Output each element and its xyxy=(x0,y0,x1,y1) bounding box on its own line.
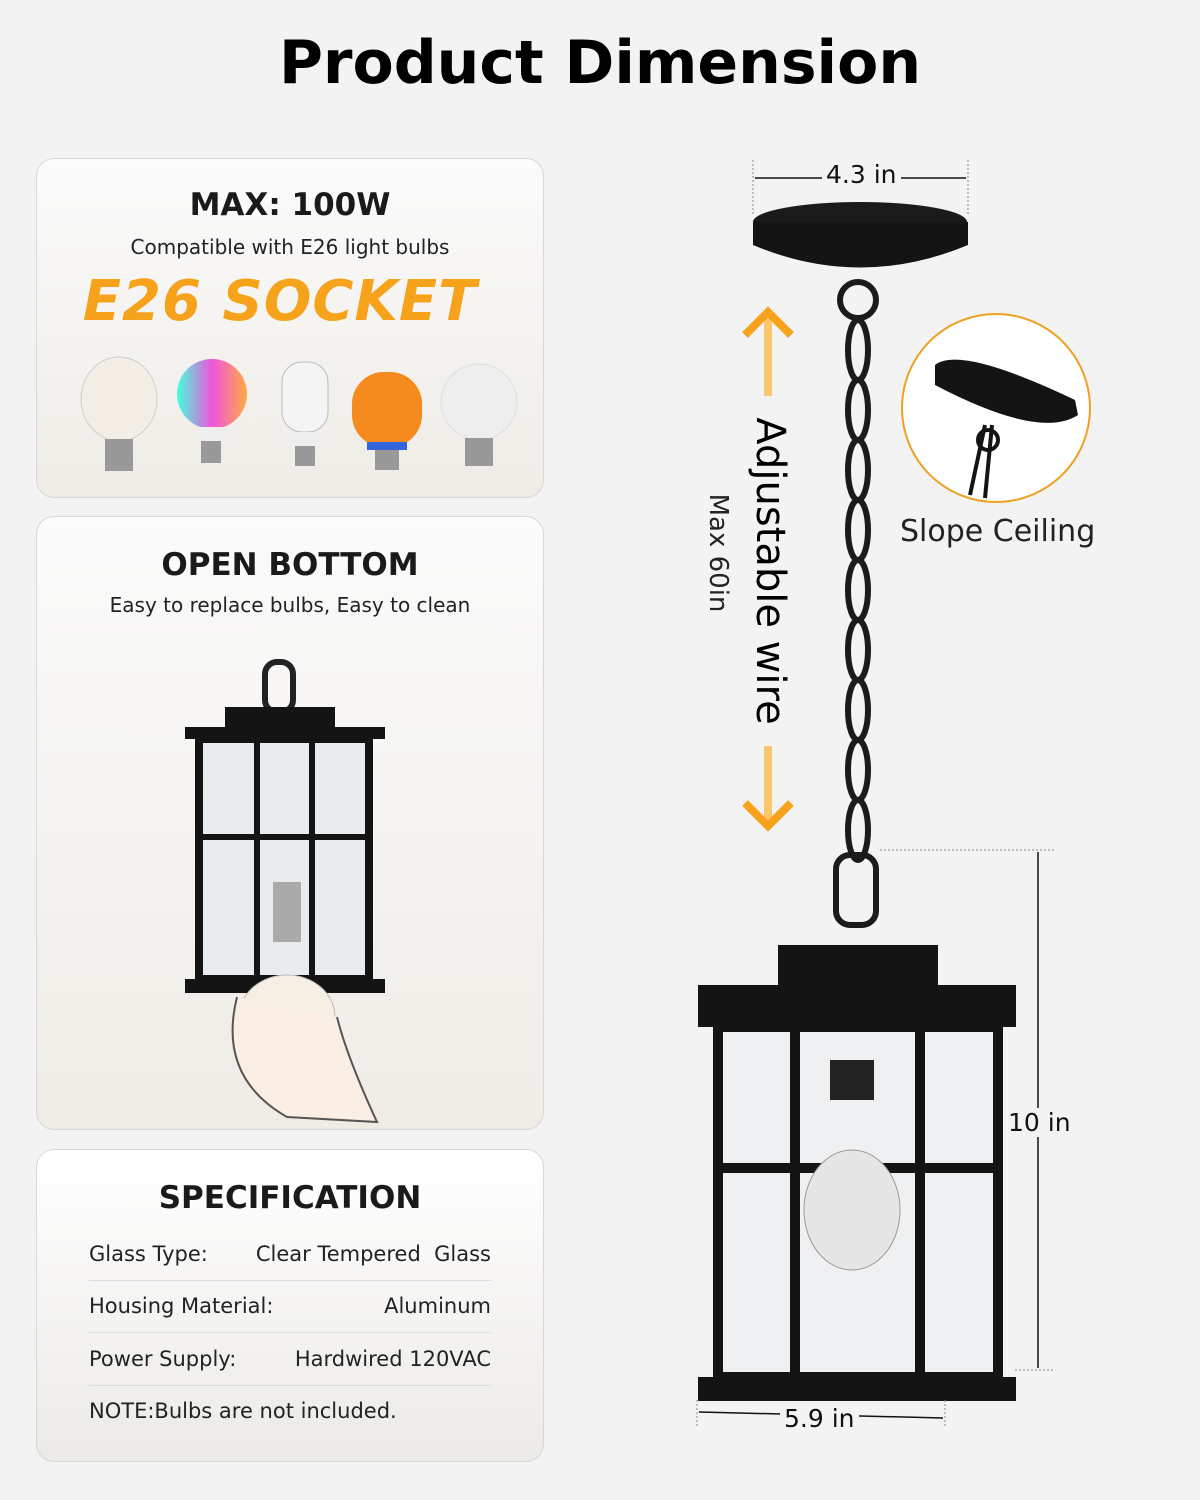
spec-label: Power Supply: xyxy=(89,1347,237,1371)
spec-row: Housing Material: Aluminum xyxy=(89,1294,491,1318)
base-width-label: 5.9 in xyxy=(780,1404,859,1433)
max-wattage-heading: MAX: 100W xyxy=(189,187,391,223)
spec-value: Clear Tempered Glass xyxy=(255,1242,491,1266)
edison-bulb-icon xyxy=(80,356,158,471)
divider xyxy=(89,1332,491,1333)
open-bottom-card: OPEN BOTTOM Easy to replace bulbs, Easy … xyxy=(36,516,544,1130)
spec-row: Power Supply: Hardwired 120VAC xyxy=(89,1347,491,1371)
page-title: Product Dimension xyxy=(278,28,922,98)
spec-value: Aluminum xyxy=(384,1294,491,1318)
height-label: 10 in xyxy=(1004,1108,1075,1137)
spec-label: Glass Type: xyxy=(89,1242,208,1266)
divider xyxy=(89,1280,491,1281)
adjustable-wire-label: Adjustable wire xyxy=(747,396,793,746)
socket-label: E26 SOCKET xyxy=(82,269,478,334)
lantern-with-hand-illustration xyxy=(185,659,385,1124)
spec-value: Hardwired 120VAC xyxy=(294,1347,491,1371)
open-bottom-text: Easy to replace bulbs, Easy to clean xyxy=(109,593,471,617)
flame-bulb-icon xyxy=(352,372,422,470)
chain xyxy=(833,279,879,928)
spec-note: NOTE:Bulbs are not included. xyxy=(89,1399,491,1423)
canopy-width-label: 4.3 in xyxy=(822,160,901,189)
note-text: NOTE:Bulbs are not included. xyxy=(89,1399,397,1423)
bulbs-illustration xyxy=(80,356,518,471)
led-bulb-icon xyxy=(440,363,518,466)
lantern xyxy=(698,945,1016,1401)
bulb-compatibility-card: MAX: 100W Compatible with E26 light bulb… xyxy=(36,158,544,498)
slope-ceiling-label: Slope Ceiling xyxy=(900,514,1096,549)
rgb-bulb-icon xyxy=(177,359,247,463)
cfl-bulb-icon xyxy=(281,361,329,466)
max-wire-length-label: Max 60in xyxy=(703,493,733,613)
specification-heading: SPECIFICATION xyxy=(158,1180,422,1216)
compatibility-text: Compatible with E26 light bulbs xyxy=(130,235,450,259)
specification-card: SPECIFICATION Glass Type: Clear Tempered … xyxy=(36,1149,544,1462)
spec-row: Glass Type: Clear Tempered Glass xyxy=(89,1242,491,1266)
spec-label: Housing Material: xyxy=(89,1294,274,1318)
open-bottom-heading: OPEN BOTTOM xyxy=(161,547,419,583)
divider xyxy=(89,1385,491,1386)
